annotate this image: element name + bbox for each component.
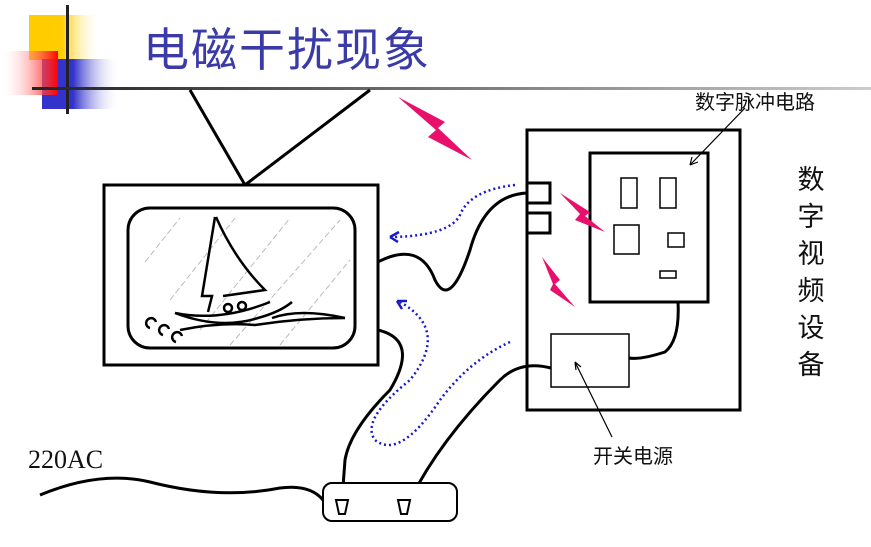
digital-video-device — [525, 128, 742, 412]
outlet-socket — [396, 499, 412, 515]
leader-lines — [574, 107, 746, 438]
outlet-socket — [334, 499, 350, 515]
label-digital-pulse-circuit: 数字脉冲电路 — [695, 90, 815, 114]
digital-pulse-circuit — [588, 151, 710, 304]
interference-paths — [370, 183, 516, 447]
page-title: 电磁干扰现象 — [143, 23, 431, 77]
switching-power-supply — [550, 333, 630, 388]
connector — [525, 181, 552, 205]
label-switching-power-supply: 开关电源 — [593, 444, 673, 468]
television — [102, 183, 380, 367]
label-mains-220ac: 220AC — [28, 445, 104, 474]
slide-logo — [0, 5, 120, 114]
label-digital-video-device: 数字视频设备 — [797, 165, 825, 381]
sailboat-picture — [144, 216, 346, 344]
antenna — [188, 88, 371, 187]
interference-bolt-icons — [398, 97, 605, 307]
connector — [525, 211, 552, 235]
cables — [39, 191, 680, 502]
title-underline — [32, 87, 871, 90]
power-outlet — [322, 482, 458, 522]
